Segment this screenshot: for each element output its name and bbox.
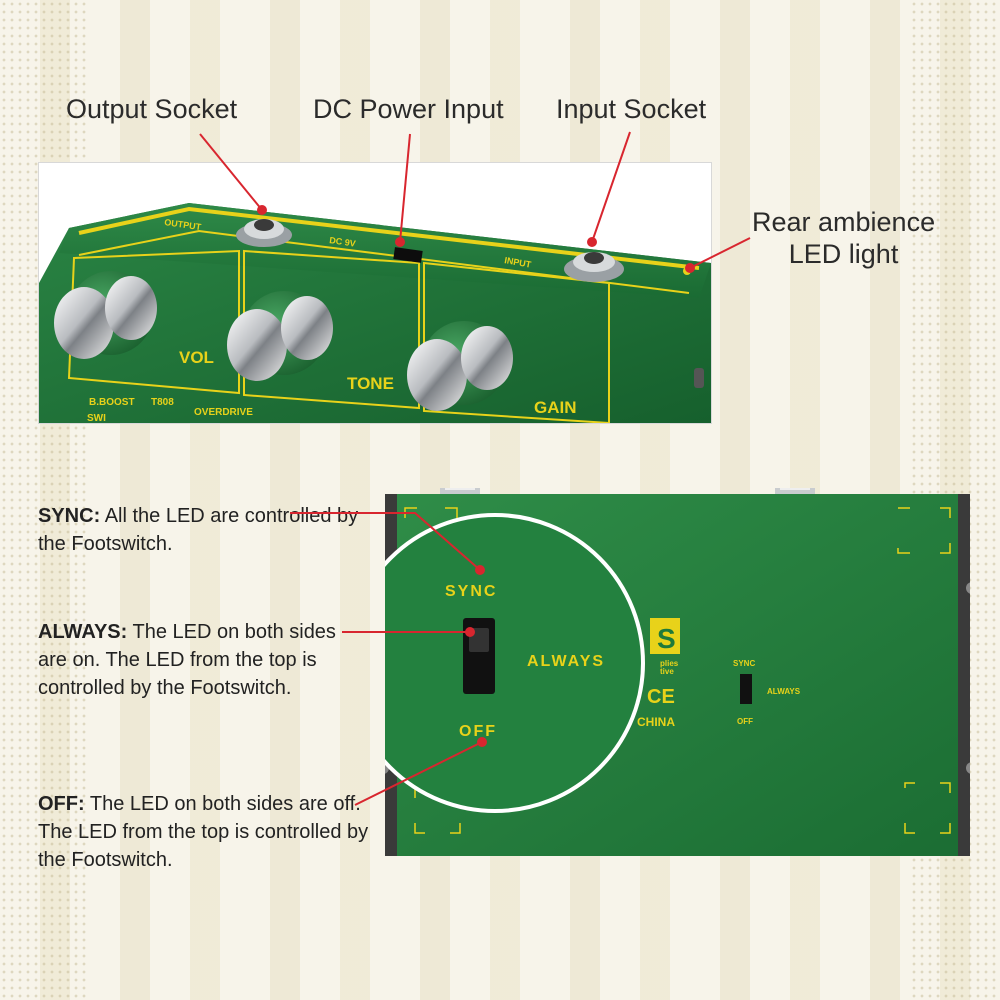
off-description-text: The LED on both sides are off. The LED f… [38,793,369,871]
off-description-title: OFF: [38,793,85,815]
always-description-text: The LED on both sides are on. The LED fr… [38,621,336,699]
rear-ambience-line2: LED light [788,239,899,269]
brand-logo-sub2: tive [660,667,674,676]
sync-description: SYNC: All the LED are controlled by the … [38,502,378,558]
led-mode-switch-knob [469,628,489,652]
brand-logo-letter: S [657,623,676,654]
pedal-top-photo: OUTPUT DC 9V INPUT [38,162,712,424]
dc-power-input-label: DC Power Input [313,94,504,124]
sync-description-title: SYNC: [38,505,101,527]
zoom-sync-label: SYNC [445,583,497,600]
side-screw [694,368,704,388]
tone-knob [227,291,333,381]
made-in-label: CHINA [637,715,675,729]
sw-label: SWI [87,413,106,423]
small-always-label: ALWAYS [767,687,801,696]
zoom-off-label: OFF [459,723,497,740]
small-led-switch[interactable] [740,674,752,704]
tone-label: TONE [347,374,394,393]
output-socket-label: Output Socket [66,94,238,124]
dc-print: DC 9V [329,235,357,249]
rear-ambience-label: Rear ambience LED light [752,206,935,270]
input-socket-label: Input Socket [556,94,707,124]
brand-logo-block [650,618,680,654]
vol-label: VOL [179,348,214,367]
pedal-top-illustration: OUTPUT DC 9V INPUT [39,203,711,423]
ce-mark: CE [647,686,675,708]
gain-label: GAIN [534,398,577,417]
vol-knob [54,271,157,359]
switch-zoom-circle: SYNC ALWAYS OFF [345,513,645,813]
dc-jack [393,247,423,263]
pedal-side-photo: S plies tive CE CHINA SYNC ALWAYS OFF SY… [345,484,978,863]
input-jack [564,252,624,282]
output-jack [236,219,292,247]
small-off-label: OFF [737,717,753,726]
zoom-always-label: ALWAYS [527,653,605,670]
pedal-side-illustration: S plies tive CE CHINA SYNC ALWAYS OFF SY… [345,484,978,856]
brand-logo-sub1: plies [660,659,679,668]
small-sync-label: SYNC [733,659,755,668]
input-print: INPUT [504,255,533,270]
gain-knob [407,321,513,411]
always-description-title: ALWAYS: [38,621,128,643]
overdrive-label: OVERDRIVE [194,407,253,418]
off-description: OFF: The LED on both sides are off. The … [38,790,378,874]
rear-led [683,267,691,275]
always-description: ALWAYS: The LED on both sides are on. Th… [38,618,338,702]
b-boost-label: B.BOOST [89,397,135,408]
rear-ambience-line1: Rear ambience [752,207,936,237]
t808-label: T808 [151,397,174,408]
